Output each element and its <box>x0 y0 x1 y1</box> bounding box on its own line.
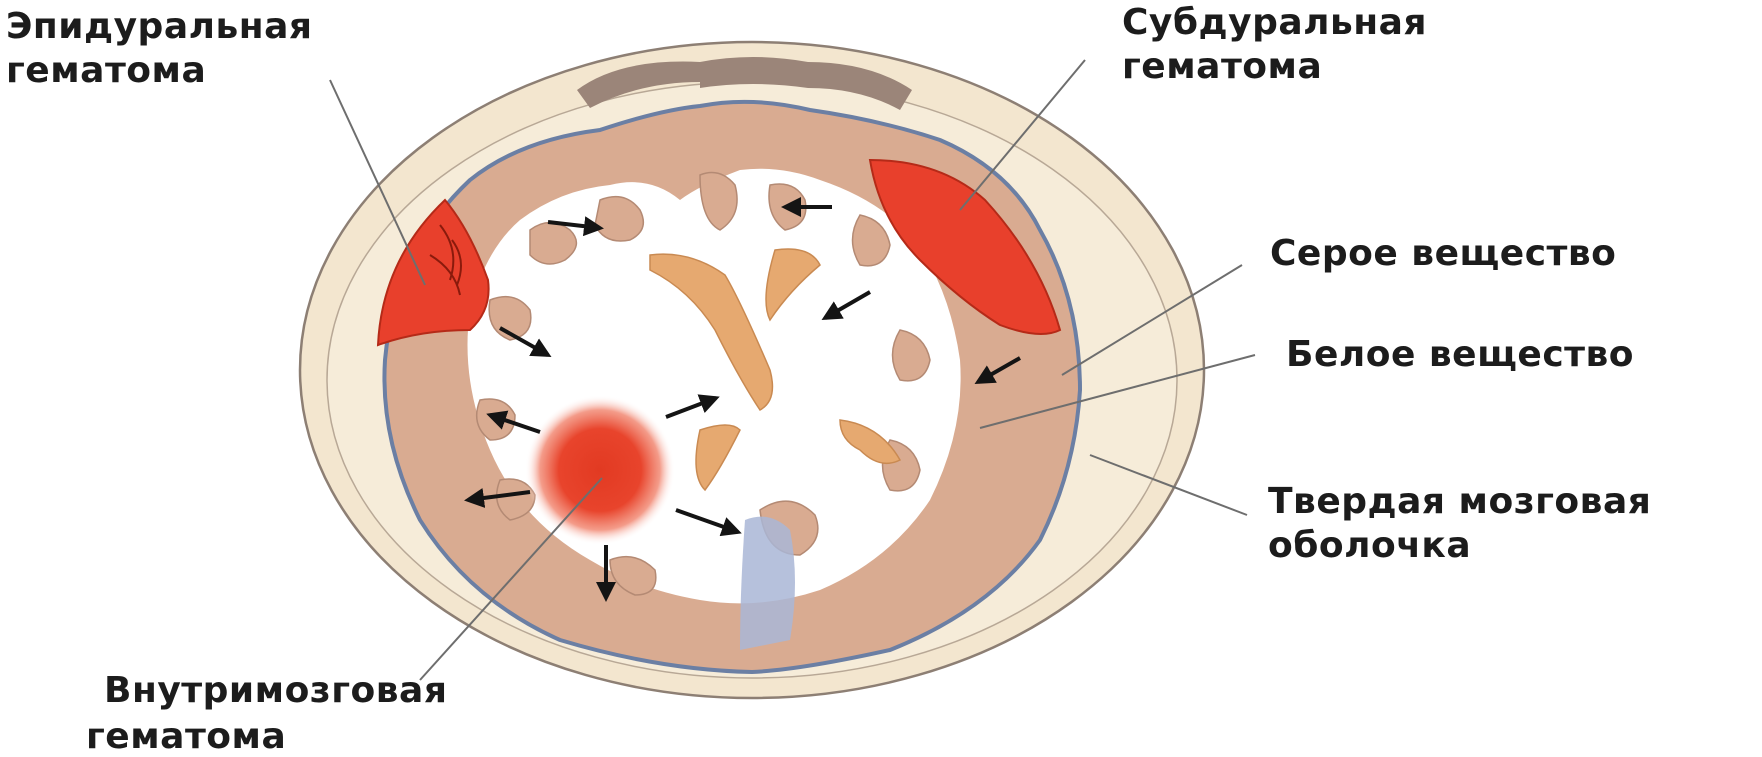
label-dura-line2: оболочка <box>1268 525 1471 566</box>
intracerebral-hematoma <box>525 395 675 545</box>
label-epidural-line1: Эпидуральная <box>6 6 313 47</box>
frontal-bone-center <box>700 57 808 88</box>
label-intracerebral-line2: гематома <box>86 716 286 757</box>
label-gray-matter: Серое вещество <box>1270 233 1616 274</box>
label-subdural-line1: Субдуральная <box>1122 2 1427 43</box>
label-dura-mater: Твердая мозговая оболочка <box>1268 481 1664 566</box>
label-gray-matter-line1: Серое вещество <box>1270 233 1616 274</box>
label-dura-line1: Твердая мозговая <box>1268 481 1651 522</box>
label-white-matter-line1: Белое вещество <box>1286 334 1634 375</box>
label-subdural-hematoma: Субдуральная гематома <box>1122 2 1440 87</box>
label-subdural-line2: гематома <box>1122 46 1322 87</box>
label-epidural-hematoma: Эпидуральная гематома <box>6 6 326 91</box>
posterior-dura-region <box>740 517 795 650</box>
label-intracerebral-hematoma: Внутримозговая гематома <box>86 670 461 757</box>
label-intracerebral-line1: Внутримозговая <box>104 670 447 711</box>
label-epidural-line2: гематома <box>6 50 206 91</box>
label-white-matter: Белое вещество <box>1286 334 1634 375</box>
